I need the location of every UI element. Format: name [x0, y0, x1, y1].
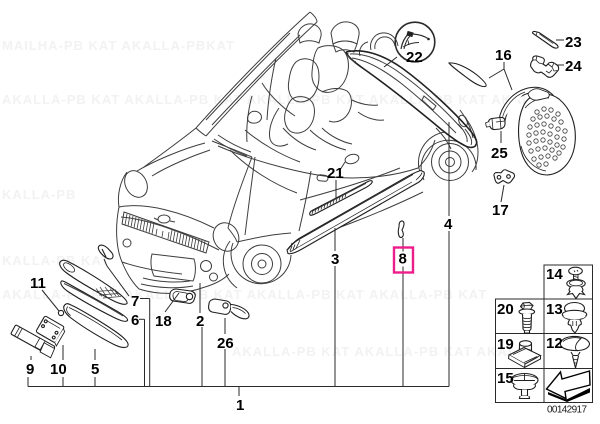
svg-text:KALLA-PB KAT: KALLA-PB KAT: [2, 253, 110, 268]
svg-text:24: 24: [565, 58, 582, 75]
svg-text:2: 2: [196, 313, 204, 330]
svg-text:12: 12: [546, 335, 563, 352]
svg-text:21: 21: [327, 165, 344, 182]
svg-text:26: 26: [217, 335, 234, 352]
svg-text:MAILHA-PB KAT AKALLA-PBKAT: MAILHA-PB KAT AKALLA-PBKAT: [2, 38, 235, 53]
svg-text:20: 20: [497, 301, 514, 318]
svg-text:16: 16: [495, 47, 512, 64]
svg-text:17: 17: [492, 202, 509, 219]
svg-text:AKALLA-PB KAT AKALLA-PB KAT AK: AKALLA-PB KAT AKALLA-PB KAT AKALLA-PB KA…: [2, 92, 540, 107]
svg-text:10: 10: [50, 361, 67, 378]
svg-text:23: 23: [565, 34, 582, 51]
svg-text:7: 7: [131, 293, 139, 310]
svg-text:22: 22: [406, 49, 423, 66]
svg-text:1: 1: [236, 397, 244, 414]
svg-text:9: 9: [26, 361, 34, 378]
svg-text:4: 4: [444, 216, 453, 233]
svg-text:11: 11: [30, 275, 46, 292]
svg-text:AKALLA-PB KAT AKALLA-PB KAT AK: AKALLA-PB KAT AKALLA-PB KAT AKALLA: [232, 344, 536, 359]
svg-text:13: 13: [546, 301, 563, 318]
svg-text:5: 5: [91, 361, 99, 378]
svg-text:3: 3: [331, 251, 339, 268]
svg-text:14: 14: [546, 266, 563, 283]
svg-text:15: 15: [497, 370, 514, 387]
svg-text:25: 25: [491, 145, 508, 162]
svg-text:19: 19: [497, 336, 514, 353]
svg-text:00142917: 00142917: [547, 405, 587, 416]
svg-text:6: 6: [131, 312, 139, 329]
svg-text:18: 18: [155, 313, 172, 330]
svg-text:8: 8: [399, 251, 407, 268]
svg-text:KALLA-PB: KALLA-PB: [2, 187, 76, 202]
